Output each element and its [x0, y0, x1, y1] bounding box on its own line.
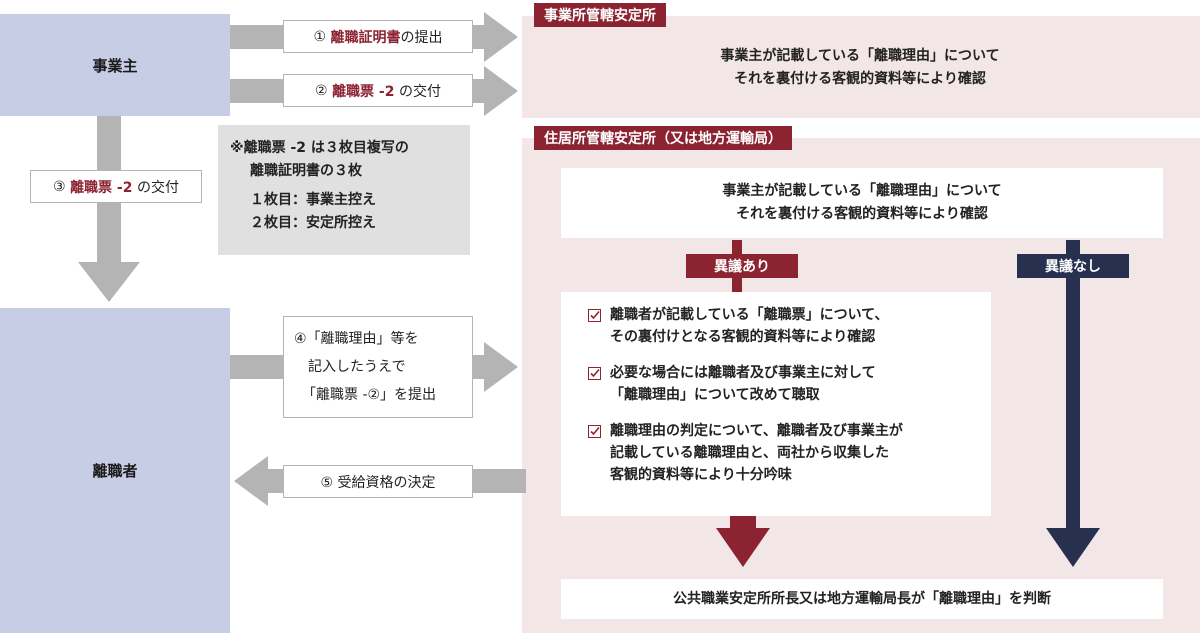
- step3-action: の交付: [136, 179, 179, 196]
- copy-note: ※離職票 -2 は３枚目複写の 離職証明書の３枚 １枚目：事業主控え ２枚目：安…: [218, 125, 470, 255]
- step4-label: ④「離職理由」等を 記入したうえで 「離職票 -②」を提出: [283, 316, 473, 418]
- office2-line1: 事業主が記載している「離職理由」について: [722, 183, 1002, 199]
- step2-document: 離職票 -2: [332, 83, 395, 100]
- note-line3: １枚目：事業主控え: [250, 192, 376, 208]
- check3-line1: 離職理由の判定について、離職者及び事業主が: [610, 423, 903, 439]
- step5-text: ⑤ 受給資格の決定: [320, 474, 436, 491]
- employer-office-tag: 事業所管轄安定所: [534, 3, 666, 27]
- office1-line1: 事業主が記載している「離職理由」について: [720, 48, 1000, 64]
- office2-line2: それを裏付ける客観的資料等により確認: [736, 206, 988, 222]
- checkbox-icon: [588, 309, 601, 322]
- check1-line1: 離職者が記載している「離職票」について、: [610, 307, 889, 323]
- step1-label: ① 離職証明書の提出: [283, 20, 473, 53]
- office1-line2: それを裏付ける客観的資料等により確認: [734, 71, 986, 87]
- leaver-box: 離職者: [0, 308, 230, 633]
- check-item: 離職者が記載している「離職票」について、 その裏付けとなる客観的資料等により確認: [588, 304, 981, 348]
- check-item: 必要な場合には離職者及び事業主に対して 「離職理由」について改めて聴取: [588, 362, 981, 406]
- step2-number: ②: [315, 82, 328, 99]
- employer-office-panel: [522, 16, 1200, 118]
- check3-line3: 客観的資料等により十分吟味: [610, 467, 792, 483]
- objection-no-badge: 異議なし: [1017, 254, 1129, 278]
- step3-label: ③ 離職票 -2 の交付: [30, 170, 202, 203]
- employer-label: 事業主: [92, 56, 138, 75]
- step3-document: 離職票 -2: [70, 179, 133, 196]
- leaver-label: 離職者: [92, 462, 138, 480]
- residence-office-title: 住居所管轄安定所（又は地方運輸局）: [544, 131, 782, 147]
- note-line4: ２枚目：安定所控え: [250, 215, 376, 231]
- employer-box: 事業主: [0, 14, 230, 116]
- objection-check-box: 離職者が記載している「離職票」について、 その裏付けとなる客観的資料等により確認…: [561, 292, 991, 516]
- employer-office-title: 事業所管轄安定所: [544, 8, 656, 24]
- objection-yes-badge: 異議あり: [686, 254, 798, 278]
- step3-number: ③: [53, 178, 66, 195]
- residence-confirm-box: 事業主が記載している「離職理由」について それを裏付ける客観的資料等により確認: [561, 168, 1163, 238]
- step4-line1: ④「離職理由」等を: [294, 331, 419, 347]
- checkbox-icon: [588, 367, 601, 380]
- step5-label: ⑤ 受給資格の決定: [283, 465, 473, 498]
- objection-no-text: 異議なし: [1045, 259, 1101, 275]
- navy-down-arrow: [1046, 240, 1100, 567]
- employer-office-content: 事業主が記載している「離職理由」について それを裏付ける客観的資料等により確認: [560, 32, 1160, 104]
- final-judgment-box: 公共職業安定所所長又は地方運輸局長が「離職理由」を判断: [561, 579, 1163, 619]
- note-line1: ※離職票 -2 は３枚目複写の: [230, 140, 409, 156]
- arrow-step3: [78, 116, 140, 302]
- objection-yes-text: 異議あり: [714, 259, 770, 275]
- check-item: 離職理由の判定について、離職者及び事業主が 記載している離職理由と、両社から収集…: [588, 420, 981, 486]
- check2-line2: 「離職理由」について改めて聴取: [610, 387, 820, 403]
- checkbox-icon: [588, 425, 601, 438]
- final-judgment-text: 公共職業安定所所長又は地方運輸局長が「離職理由」を判断: [673, 590, 1051, 607]
- step1-number: ①: [313, 28, 327, 45]
- check3-line2: 記載している離職理由と、両社から収集した: [610, 445, 890, 461]
- check1-line2: その裏付けとなる客観的資料等により確認: [610, 329, 876, 345]
- red-down-arrow: [716, 516, 770, 567]
- residence-office-tag: 住居所管轄安定所（又は地方運輸局）: [534, 126, 792, 150]
- note-line2: 離職証明書の３枚: [250, 163, 362, 179]
- step1-action: の提出: [400, 29, 443, 46]
- step2-action: の交付: [398, 83, 441, 100]
- step4-line2: 記入したうえで: [308, 359, 406, 375]
- step2-label: ② 離職票 -2 の交付: [283, 74, 473, 107]
- check2-line1: 必要な場合には離職者及び事業主に対して: [610, 365, 876, 381]
- step1-document: 離職証明書: [330, 29, 401, 46]
- step4-line3: 「離職票 -②」を提出: [302, 387, 437, 403]
